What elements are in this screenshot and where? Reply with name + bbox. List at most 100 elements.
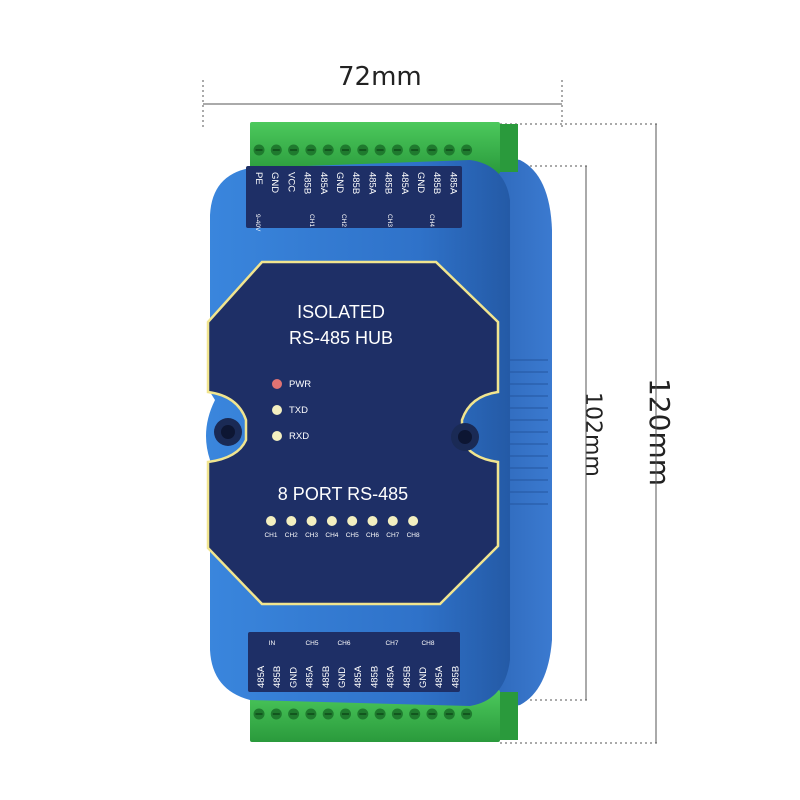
channel-led-icon: [367, 516, 378, 526]
top-terminal-label: 485A: [399, 172, 410, 195]
bottom-terminal-label: 485A: [353, 665, 364, 688]
bottom-terminal-label: 485B: [402, 666, 413, 688]
terminal-screw-icon: [461, 144, 473, 156]
dimension-guides: [202, 80, 660, 744]
terminal-screw-icon: [305, 708, 317, 720]
top-terminal-screws: [253, 144, 473, 156]
channel-led-icon: [306, 516, 317, 526]
channel-led: CH6: [366, 516, 379, 539]
channel-led-label: CH8: [407, 532, 420, 539]
indicator-pwr: PWR: [272, 379, 311, 390]
channel-led-label: CH4: [325, 532, 338, 539]
terminal-screw-icon: [322, 708, 334, 720]
terminal-screw-icon: [270, 708, 282, 720]
top-label-strip: [246, 166, 462, 228]
bottom-terminal-label: 485A: [305, 665, 316, 688]
terminal-screw-icon: [443, 144, 455, 156]
bottom-group-label: CH5: [305, 640, 318, 647]
device-title-line2: RS-485 HUB: [289, 328, 393, 348]
top-group-label: CH3: [386, 214, 393, 227]
bottom-terminal-label: 485B: [450, 666, 461, 688]
bottom-group-label: CH8: [421, 640, 434, 647]
terminal-screw-icon: [357, 708, 369, 720]
bottom-terminal-label: GND: [288, 667, 299, 688]
channel-led: CH1: [264, 516, 278, 539]
channel-led-label: CH5: [346, 532, 359, 539]
top-terminal-label: 485A: [318, 172, 329, 195]
terminal-screw-icon: [340, 144, 351, 156]
mounting-hole-left-icon: [214, 418, 242, 446]
channel-led: CH5: [346, 516, 359, 539]
terminal-screw-icon: [391, 144, 403, 156]
channel-led: CH7: [386, 516, 400, 539]
bottom-terminal-screws: [253, 708, 473, 720]
bottom-terminal-label: 485B: [321, 666, 332, 688]
top-terminal-label: 485B: [302, 172, 313, 194]
bottom-terminal-label: 485A: [434, 665, 445, 688]
width-dimension-label: 72mm: [338, 62, 422, 92]
side-ribs: [510, 359, 548, 505]
top-terminal-label: PE: [253, 172, 264, 185]
channel-led-label: CH2: [285, 532, 298, 539]
top-terminal-label: GND: [334, 172, 345, 193]
top-terminal-label: 485B: [350, 172, 361, 194]
channel-led-label: CH7: [386, 532, 399, 539]
pwr-led-icon: [272, 379, 282, 389]
channel-led: CH2: [285, 516, 298, 539]
bottom-terminal-label: 485A: [256, 665, 267, 688]
channel-led-icon: [347, 516, 358, 526]
front-panel: [206, 260, 500, 606]
indicator-rxd: RXD: [272, 431, 309, 442]
channel-led-icon: [266, 516, 276, 526]
top-terminal-label: 485B: [431, 172, 442, 194]
channel-led: CH4: [325, 516, 339, 539]
top-group-label: 9-40V: [254, 214, 261, 232]
terminal-screw-icon: [409, 708, 421, 720]
terminal-screw-icon: [409, 144, 421, 156]
top-terminal-label: 485B: [383, 172, 394, 194]
top-group-label: CH1: [308, 214, 315, 227]
terminal-screw-icon: [305, 144, 317, 156]
channel-led-label: CH3: [305, 532, 318, 539]
terminal-screw-icon: [391, 708, 403, 720]
terminal-screw-icon: [288, 144, 300, 156]
top-terminal-labels: PE GND VCC 485B 485A GND 485B 485A 485B 485A GND 48…: [253, 172, 458, 232]
terminal-screw-icon: [426, 144, 438, 156]
bottom-terminal-label: 485A: [386, 665, 397, 688]
top-terminal-label: GND: [269, 172, 280, 193]
bottom-terminal-label: GND: [337, 667, 348, 688]
top-terminal-block: [250, 122, 518, 174]
device-subtitle: 8 PORT RS-485: [278, 484, 408, 504]
terminal-screw-icon: [270, 144, 282, 156]
channel-led: CH8: [407, 516, 420, 539]
terminal-screw-icon: [322, 144, 334, 156]
channel-led-icon: [286, 516, 297, 526]
channel-led-icon: [408, 516, 419, 526]
terminal-screw-icon: [253, 144, 265, 156]
top-group-label: CH2: [340, 214, 347, 227]
indicator-label-pwr: PWR: [289, 379, 311, 390]
top-group-label: CH4: [428, 214, 435, 227]
device-title-line1: ISOLATED: [297, 302, 385, 322]
terminal-screw-icon: [426, 708, 438, 720]
bottom-group-label: IN: [269, 640, 276, 647]
terminal-screw-icon: [374, 144, 386, 156]
channel-led-icon: [326, 516, 337, 526]
terminal-screw-icon: [288, 708, 300, 720]
channel-led-label: CH6: [366, 532, 379, 539]
terminal-screw-icon: [374, 708, 386, 720]
terminal-screw-icon: [253, 708, 265, 720]
channel-led: CH3: [305, 516, 318, 539]
mounting-hole-right-icon: [451, 423, 479, 451]
txd-led-icon: [272, 405, 282, 415]
top-terminal-label: 485A: [366, 172, 377, 195]
indicator-label-rxd: RXD: [289, 431, 309, 442]
top-terminal-label: 485A: [447, 172, 458, 195]
bottom-label-strip: [248, 632, 460, 692]
top-terminal-label: VCC: [285, 172, 296, 192]
top-terminal-label: GND: [415, 172, 426, 193]
rxd-led-icon: [272, 431, 282, 441]
